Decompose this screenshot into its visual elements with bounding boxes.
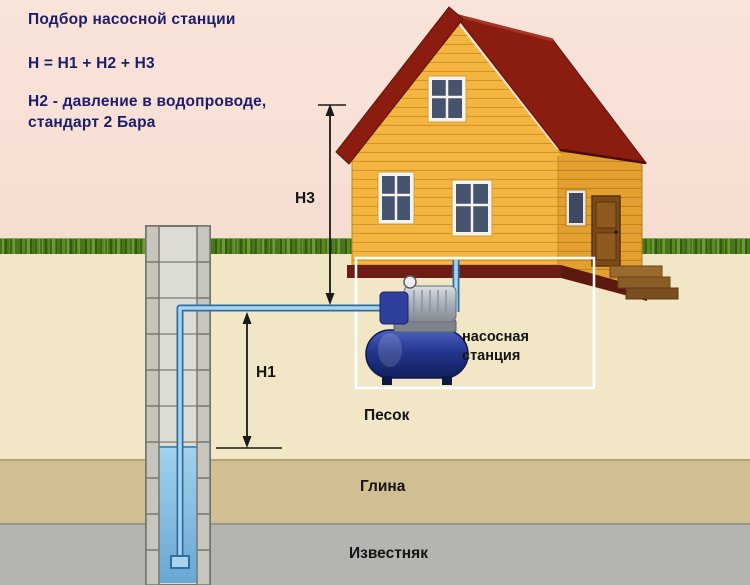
motor-cooling-fins — [413, 290, 447, 318]
pump-station-label: насосная станция — [462, 328, 529, 366]
side-window — [565, 189, 587, 227]
house-illustration — [335, 6, 679, 301]
h1-measurement-label: Н1 — [256, 364, 276, 381]
porch-steps — [609, 265, 679, 300]
limestone-layer-label: Известняк — [349, 545, 428, 562]
water-supply-pipe — [170, 260, 460, 569]
limestone-layer — [0, 523, 750, 585]
h2-note-line2: стандарт 2 Бара — [28, 114, 156, 131]
pump-label-line2: станция — [462, 348, 521, 364]
tank-leg-left — [382, 376, 392, 385]
front-window-right — [451, 179, 493, 237]
h2-note-line1: Н2 - давление в водопроводе, — [28, 93, 267, 110]
clay-layer — [0, 459, 750, 525]
clay-layer-label: Глина — [360, 478, 406, 495]
roof-left-edge — [335, 6, 464, 165]
pump-head — [379, 291, 409, 325]
front-window-left — [377, 171, 415, 225]
h2-pressure-note: Н2 - давление в водопроводе, стандарт 2 … — [28, 91, 266, 133]
foot-valve — [170, 555, 190, 569]
suction-pipe-inner — [178, 306, 402, 558]
pump-label-line1: насосная — [462, 329, 529, 345]
gable-window — [427, 75, 467, 123]
formula-text: Н = Н1 + Н2 + Н3 — [28, 55, 155, 72]
sand-layer-label: Песок — [364, 407, 410, 424]
roof-ridge — [454, 13, 554, 42]
tank-leg-right — [442, 376, 452, 385]
door-handle — [614, 230, 618, 234]
well-wall-ring-lines — [146, 261, 210, 551]
pump-station-outline-box — [354, 256, 596, 390]
entrance-door — [591, 195, 621, 267]
h3-measure-arrow — [318, 104, 346, 305]
h1-measure-arrow — [216, 312, 282, 449]
diagram-title: Подбор насосной станции — [28, 11, 236, 28]
pressure-gauge — [403, 275, 417, 289]
pump-station-unit — [365, 275, 469, 385]
h3-measurement-label: Н3 — [295, 190, 315, 207]
roof-eave-line — [559, 148, 647, 165]
